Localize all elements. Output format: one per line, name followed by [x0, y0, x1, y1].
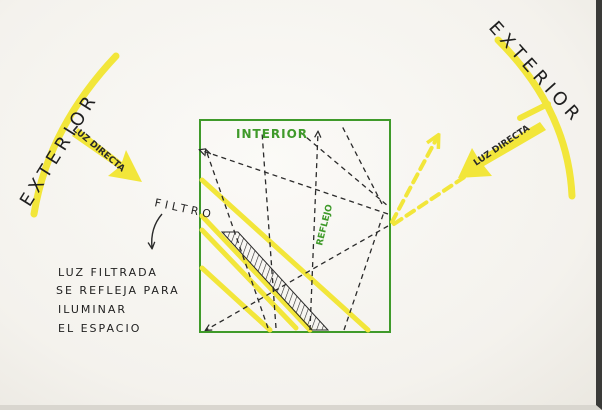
luz-directa-arrow-left [72, 128, 142, 182]
exterior-arc-right [494, 36, 576, 200]
filter-hatch [220, 231, 330, 331]
caption-line-2: SE REFLEJA PARA [56, 284, 180, 297]
interior-room-box [199, 119, 391, 333]
exterior-left-label: EXTERIOR [16, 89, 103, 211]
exterior-right-tick [517, 101, 551, 121]
outgoing-yellow-rays [390, 136, 468, 226]
interior-label: INTERIOR [236, 127, 308, 141]
luz-directa-right-label: LUZ DIRECTA [472, 124, 532, 169]
caption-block: LUZ FILTRADA SE REFLEJA PARA ILUMINAR EL… [56, 266, 180, 335]
reflected-rays [200, 125, 389, 330]
filter-slats [199, 177, 371, 333]
caption-line-4: EL ESPACIO [58, 322, 141, 335]
exterior-arc-left [30, 52, 120, 218]
reflejo-label: REFLEJO [315, 203, 335, 247]
filtro-label: FILTRO [153, 196, 216, 221]
caption-line-1: LUZ FILTRADA [58, 266, 158, 279]
filtro-curved-arrow [152, 213, 163, 248]
luz-directa-arrow-right [458, 122, 546, 178]
luz-directa-left-label: LUZ DIRECTA [70, 125, 126, 175]
caption-line-3: ILUMINAR [58, 303, 127, 316]
